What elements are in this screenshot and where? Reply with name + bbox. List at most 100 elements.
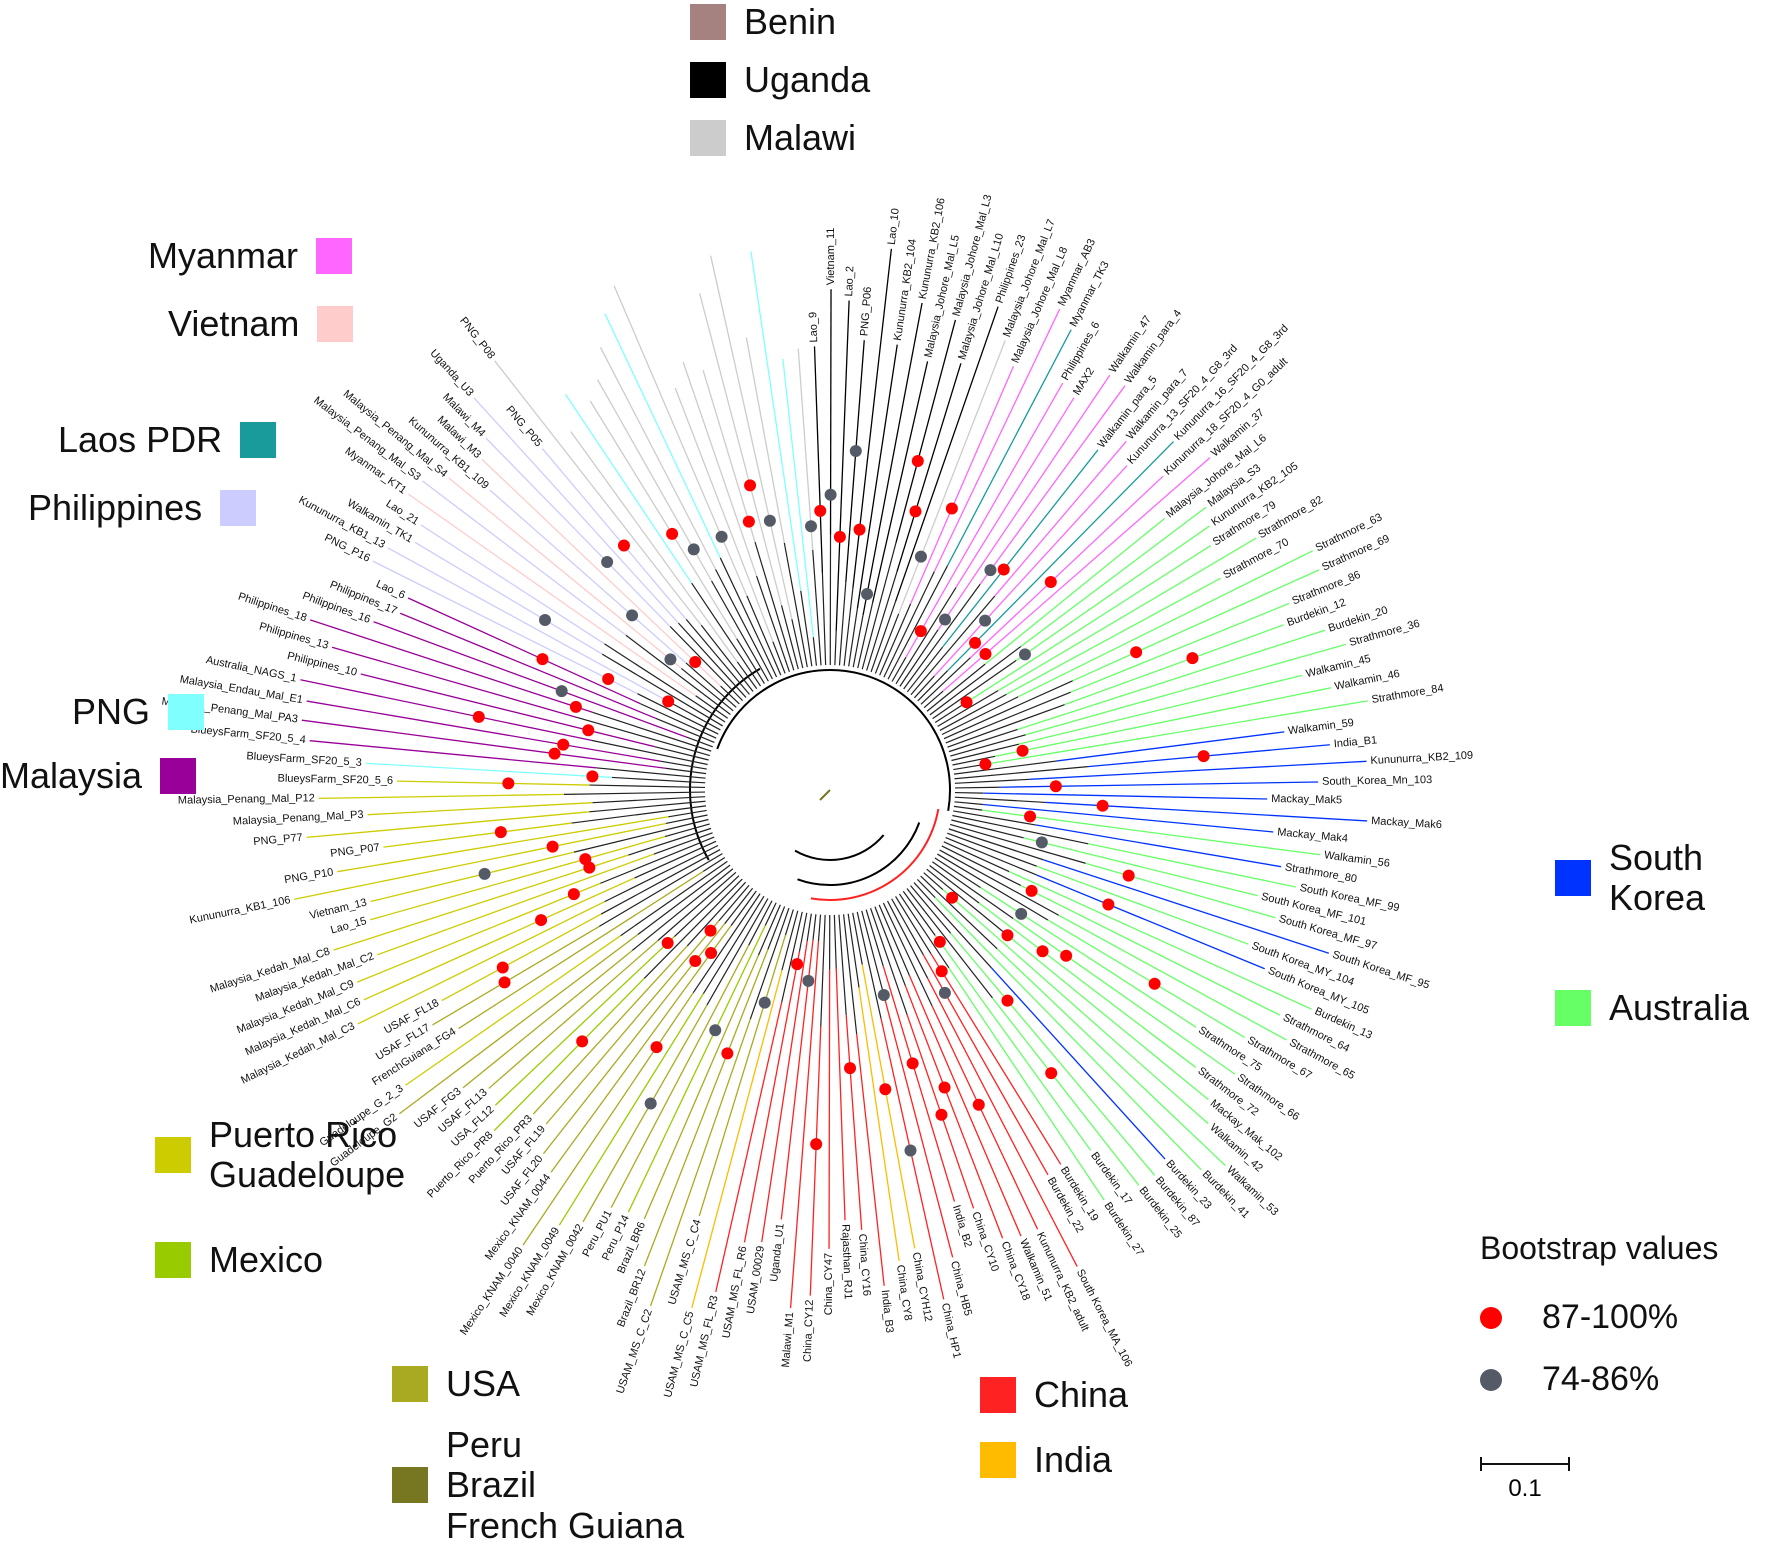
branch [929,865,980,904]
branch [999,781,1319,788]
tip-label: Walkamin_59 [1287,717,1354,737]
branch [887,565,949,680]
legend-label: Laos PDR [58,419,223,460]
tip-label: PNG_P07 [330,842,381,860]
branch [945,836,1037,876]
branch [772,641,786,674]
legend-china: China [980,1374,1129,1415]
tip-label: India_B3 [879,1289,896,1333]
bootstrap-node [1001,994,1014,1007]
branch [874,906,906,986]
branch [719,557,778,678]
branch [1020,884,1281,1016]
bootstrap-node [601,556,614,569]
bootstrap-node [1148,977,1161,990]
legend-vietnam: Vietnam [168,303,354,344]
bootstrap-node [810,1138,823,1151]
legend-mexico: Mexico [155,1239,323,1280]
tip-label: India_B1 [1333,734,1377,750]
branch [870,908,908,1015]
bootstrap-node [472,710,485,723]
bootstrap-node [662,695,675,708]
bootstrap-legend-title: Bootstrap values [1480,1230,1719,1266]
branch [1017,629,1326,731]
branch [481,458,722,687]
branch [601,653,723,727]
branch [910,595,996,696]
branch [1006,577,1221,695]
bootstrap-node [576,1035,589,1048]
branch [1012,917,1236,1075]
legend-malaysia: Malaysia [0,755,197,796]
bootstrap-node [979,647,992,660]
branch [866,571,898,671]
branch [858,987,900,1262]
branch [984,517,1166,665]
branch [558,993,704,1226]
branch [407,493,697,697]
branch [1085,862,1276,919]
branch [654,746,709,761]
branch [665,814,708,825]
branch [896,363,962,572]
bootstrap-node [979,614,992,627]
branch [761,940,808,1243]
branch [294,822,667,900]
branch [947,441,1174,672]
branch [365,762,613,779]
legend-label: China [1034,1374,1129,1415]
bootstrap-node [861,588,874,601]
branch [882,902,933,1007]
branch [757,904,781,956]
tip-label: South_Korea_Mn_103 [1322,774,1432,788]
legend-peru-brazil-fg: Peru Brazil French Guiana [392,1424,684,1546]
bootstrap-nodes [472,445,1210,1157]
branch [845,1015,863,1230]
branch [898,893,950,969]
legend-swatch [980,1377,1016,1414]
bootstrap-node [945,502,958,515]
branch [891,656,907,682]
legend-swatch [155,1137,191,1174]
branch [611,776,706,784]
branch [930,953,1062,1165]
bootstrap-node [742,515,755,528]
tip-label: China_CY10 [969,1210,1001,1273]
branch [414,541,603,655]
branch [1042,859,1330,954]
branch [571,805,707,824]
branch [916,878,936,898]
bootstrap-node [1035,836,1048,849]
branch [994,440,1127,597]
branch [934,897,1202,1171]
bootstrap-node [704,924,717,937]
branch [710,255,793,620]
bootstrap-node [1015,907,1028,920]
legend-label: Puerto Rico Guadeloupe [209,1114,406,1196]
branch [749,907,790,1020]
tip-label: PNG_P10 [283,866,334,886]
branch [852,912,863,965]
legend-south-korea: South Korea [1555,837,1705,919]
branch [833,914,837,969]
bootstrap-node [567,888,580,901]
branch [767,906,786,950]
legend-label: PNG [72,691,151,732]
branch [1025,643,1346,736]
bootstrap-node [960,696,973,709]
branch [301,719,666,769]
branch [953,805,983,811]
branch [357,901,606,1025]
branch [715,1002,783,1293]
legend-label: USA [446,1363,521,1404]
tip-label: Strathmore_86 [1290,569,1362,608]
branch [686,881,747,947]
bootstrap-node [935,1108,948,1121]
branch [809,1026,822,1296]
branch [698,934,787,1217]
branch [865,909,884,967]
branch [923,690,944,709]
branch [489,489,687,664]
legend-swatch [317,306,354,343]
